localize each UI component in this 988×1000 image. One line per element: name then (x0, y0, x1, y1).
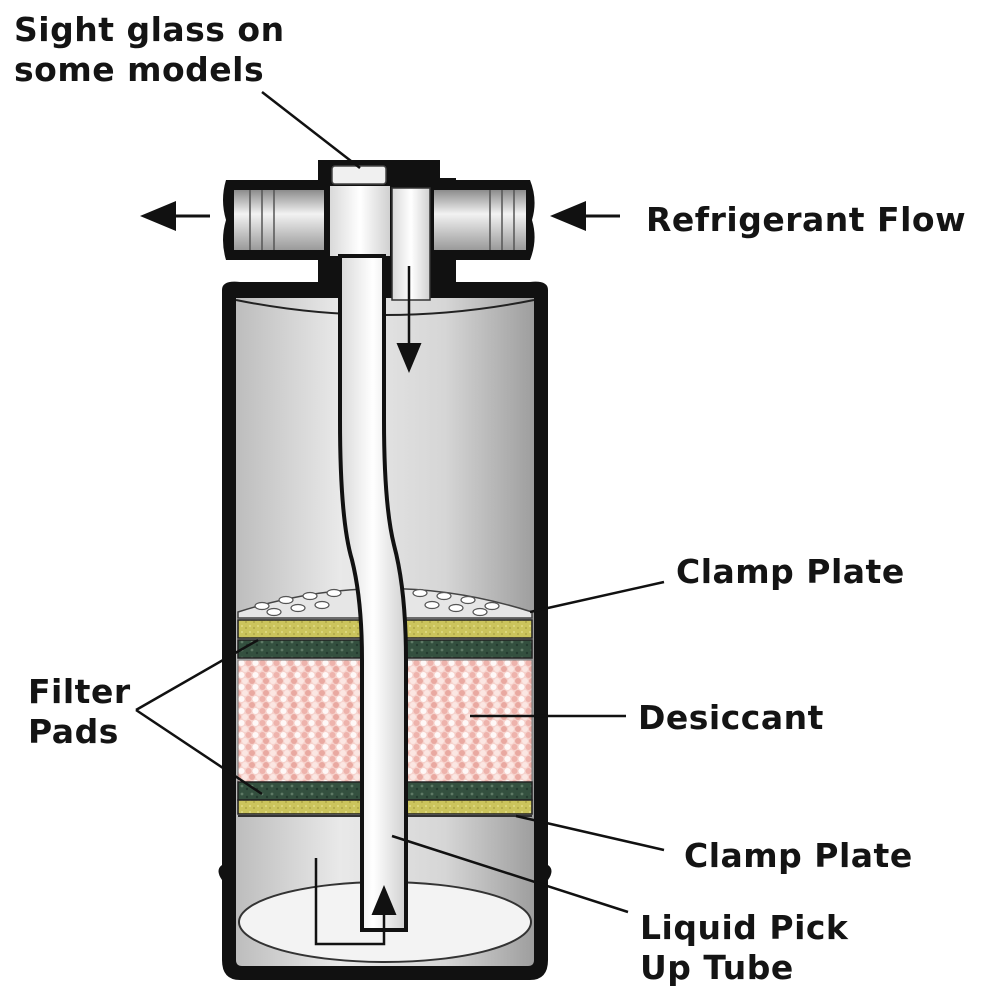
label-refrigerant-flow: Refrigerant Flow (646, 200, 967, 239)
leader-clamp-plate-bottom (515, 814, 665, 852)
leader-pick-up-tube (391, 834, 629, 914)
left-port-threads (234, 190, 324, 250)
clamp-plate-top (237, 587, 533, 619)
leader-filter-pad-top (135, 638, 259, 712)
label-filter-pads-line1: Filter (28, 672, 131, 711)
label-clamp-plate-bottom: Clamp Plate (684, 836, 913, 875)
label-liquid-pick-up-tube: Liquid Pick Up Tube (640, 908, 848, 988)
label-filter-pads-line2: Pads (28, 712, 119, 751)
inlet-tube (391, 187, 431, 301)
leader-clamp-plate-top (529, 580, 665, 614)
leader-lines (135, 91, 665, 914)
leader-filter-pad-bottom (135, 708, 263, 796)
label-clamp-plate-top: Clamp Plate (676, 552, 905, 591)
label-filter-pads: Filter Pads (28, 672, 131, 752)
label-liquid-pick-up-tube-line2: Up Tube (640, 948, 794, 987)
pick-up-tube (338, 254, 408, 932)
right-port-threads (434, 190, 526, 250)
label-sight-glass-line2: some models (14, 50, 265, 89)
label-liquid-pick-up-tube-line1: Liquid Pick (640, 908, 849, 947)
arrow-up-icon (314, 858, 397, 946)
label-sight-glass: Sight glass on some models (14, 10, 285, 90)
label-sight-glass-line1: Sight glass on (14, 10, 285, 49)
flow-arrows (140, 201, 620, 946)
label-desiccant: Desiccant (638, 698, 824, 737)
leader-sight-glass (261, 91, 361, 169)
